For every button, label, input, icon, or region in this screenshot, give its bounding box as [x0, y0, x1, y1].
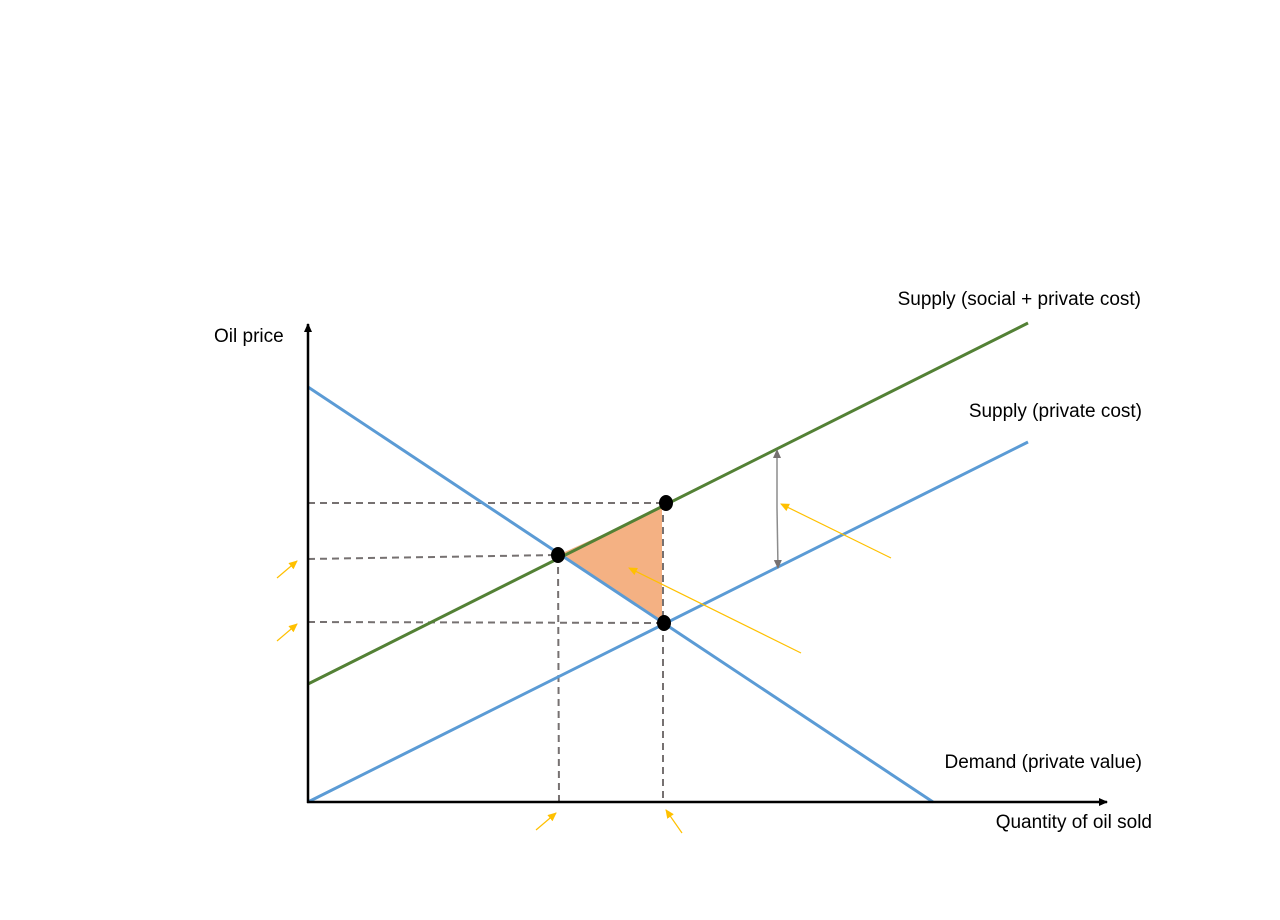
x-axis-label: Quantity of oil sold [996, 812, 1152, 833]
supply-social-label: Supply (social + private cost) [898, 289, 1141, 310]
market-equilibrium-point [657, 615, 671, 631]
annotation-arrow-deadweight-loss [628, 567, 802, 654]
guide-price-efficient [307, 554, 559, 560]
annotation-arrow-efficient-quantity [535, 812, 557, 831]
demand-curve [307, 385, 934, 804]
demand-label: Demand (private value) [945, 752, 1142, 773]
annotation-arrows [276, 503, 892, 834]
annotation-arrow-external-cost [780, 503, 892, 559]
guide-price-market [307, 621, 665, 624]
annotation-arrow-market-price [276, 623, 298, 642]
annotation-arrow-market-quantity [665, 809, 683, 834]
y-axis-label: Oil price [214, 326, 284, 347]
annotation-arrow-efficient-price [276, 560, 298, 579]
social-cost-point [659, 495, 673, 511]
external-cost-arrow-down [773, 507, 782, 569]
guide-lines [307, 502, 666, 803]
efficient-equilibrium-point [551, 547, 565, 563]
supply-private-label: Supply (private cost) [969, 401, 1142, 422]
deadweight-loss-area [558, 508, 662, 621]
guide-quantity-efficient [557, 554, 560, 803]
